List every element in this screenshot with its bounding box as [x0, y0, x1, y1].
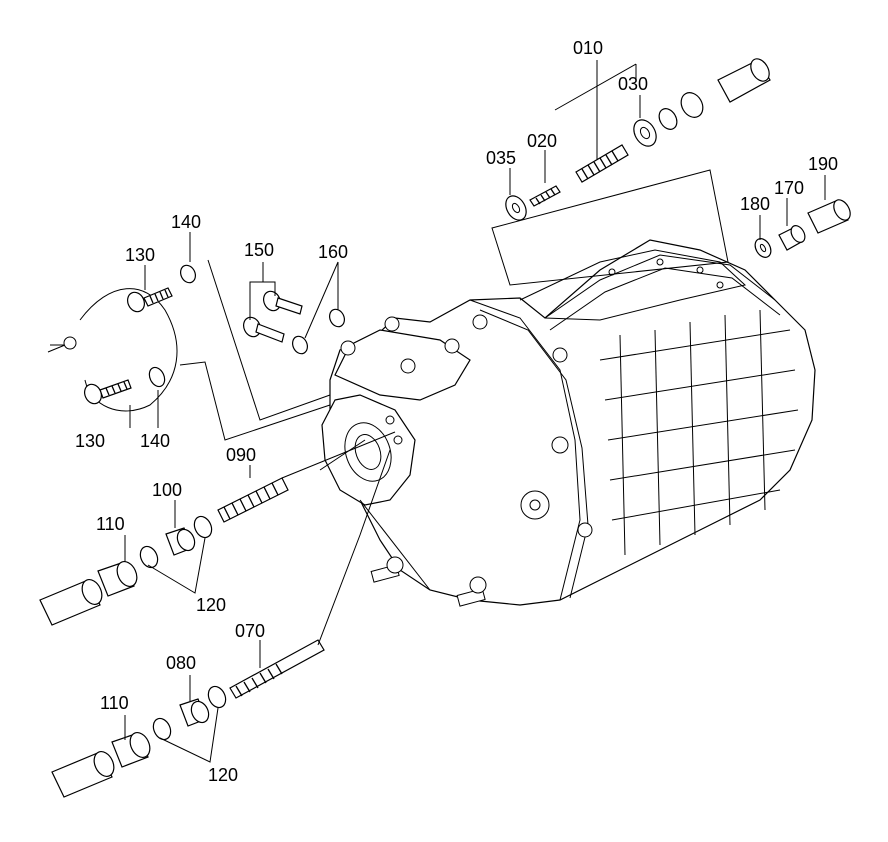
part-170-190-group: [754, 199, 851, 258]
callout-110-upper: 110: [96, 514, 125, 534]
callout-090: 090: [226, 445, 256, 465]
part-070-group: [51, 639, 325, 798]
callout-140-lower: 140: [140, 431, 170, 451]
callout-080: 080: [166, 653, 196, 673]
transmission-case: [321, 239, 816, 607]
callout-120-lower: 120: [208, 765, 238, 785]
callout-010: 010: [573, 38, 603, 58]
callout-180: 180: [740, 194, 770, 214]
part-090-group: [39, 477, 289, 626]
callout-150: 150: [244, 240, 274, 260]
callout-110-lower: 110: [100, 693, 129, 713]
part-130-140-group: [47, 264, 196, 412]
part-150-160-group: [243, 290, 345, 355]
callout-100: 100: [152, 480, 182, 500]
callout-020: 020: [527, 131, 557, 151]
callout-labels: 010 020 030 035 070 080 090 100 110 110 …: [75, 38, 838, 785]
callout-140-upper: 140: [171, 212, 201, 232]
callout-035: 035: [486, 148, 516, 168]
callout-170: 170: [774, 178, 804, 198]
callout-190: 190: [808, 154, 838, 174]
callout-030: 030: [618, 74, 648, 94]
callout-070: 070: [235, 621, 265, 641]
callout-160: 160: [318, 242, 348, 262]
part-010-group: [505, 58, 771, 221]
callout-130-lower: 130: [75, 431, 105, 451]
callout-120-upper: 120: [196, 595, 226, 615]
leader-lines: [124, 60, 826, 763]
callout-130-upper: 130: [125, 245, 155, 265]
